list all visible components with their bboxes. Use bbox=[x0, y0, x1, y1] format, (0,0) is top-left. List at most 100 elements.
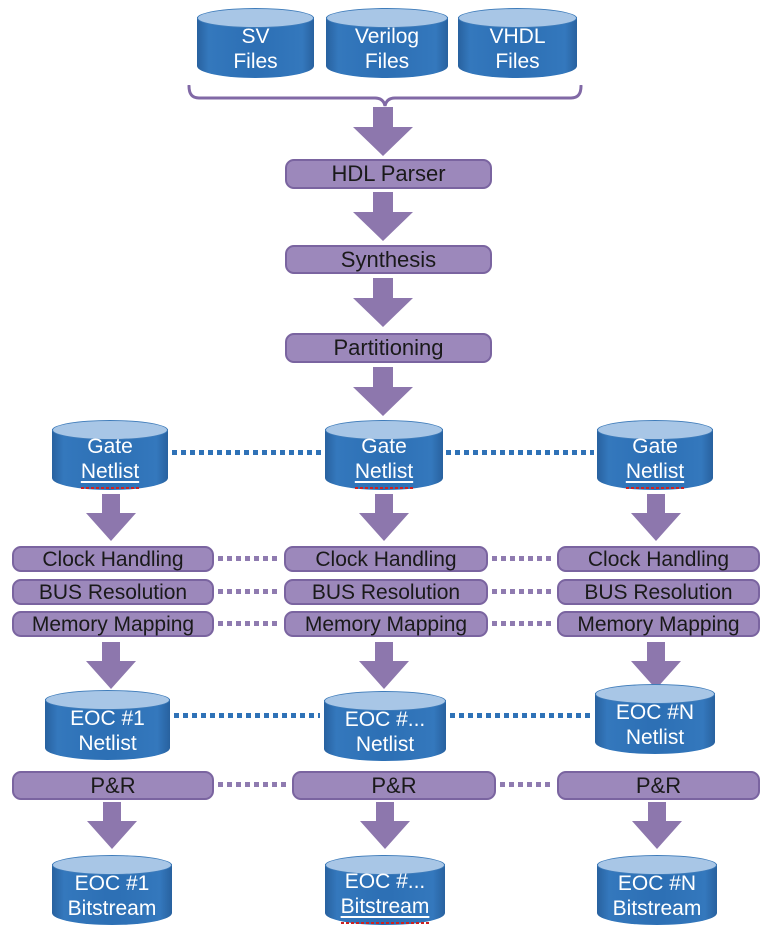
label-line: Gate bbox=[632, 434, 678, 458]
cylinder-label: EOC #... Netlist bbox=[324, 703, 446, 761]
cylinder-gate-netlist-right: Gate Netlist bbox=[597, 420, 713, 490]
bar-label: P&R bbox=[635, 772, 682, 798]
cylinder-verilog-files: Verilog Files bbox=[326, 8, 448, 78]
dotted-connector-blue bbox=[446, 450, 594, 455]
arrow-down-icon bbox=[353, 278, 413, 327]
label-line-misspelled: Bitstream bbox=[341, 894, 430, 924]
label-line: Netlist bbox=[78, 732, 137, 755]
cylinder-label: EOC #1 Netlist bbox=[45, 702, 170, 760]
dotted-connector-purple bbox=[492, 621, 552, 626]
cylinder-top-ellipse bbox=[45, 690, 170, 710]
arrow-down-icon bbox=[353, 107, 413, 156]
cylinder-eoc-dots-bitstream: EOC #... Bitstream bbox=[325, 855, 445, 925]
cylinder-sv-files: SV Files bbox=[197, 8, 314, 78]
label-line: EOC #1 bbox=[70, 707, 145, 730]
cylinder-top-ellipse bbox=[52, 420, 168, 440]
label-line: Bitstream bbox=[612, 897, 702, 920]
bar-synthesis: Synthesis bbox=[285, 245, 492, 274]
cylinder-eoc-1-bitstream: EOC #1 Bitstream bbox=[52, 855, 172, 925]
label-line: Files bbox=[364, 50, 410, 73]
cylinder-label: VHDL Files bbox=[458, 20, 577, 78]
dotted-connector-purple bbox=[218, 782, 288, 787]
label-line: EOC #N bbox=[617, 872, 697, 895]
bar-label: BUS Resolution bbox=[311, 580, 461, 604]
bar-bus-resolution-left: BUS Resolution bbox=[12, 579, 214, 605]
bar-pr-left: P&R bbox=[12, 771, 214, 800]
cylinder-label: SV Files bbox=[197, 20, 314, 78]
dotted-connector-purple bbox=[218, 556, 280, 561]
label-line-misspelled: Netlist bbox=[626, 459, 684, 489]
bar-clock-handling-left: Clock Handling bbox=[12, 546, 214, 572]
dotted-connector-purple bbox=[492, 556, 552, 561]
cylinder-top-ellipse bbox=[595, 684, 715, 704]
arrow-down-icon bbox=[86, 642, 136, 689]
cylinder-label: Gate Netlist bbox=[597, 432, 713, 490]
bar-clock-handling-right: Clock Handling bbox=[557, 546, 760, 572]
arrow-down-icon bbox=[631, 642, 681, 689]
bar-pr-center: P&R bbox=[292, 771, 496, 800]
label-line: EOC #1 bbox=[74, 872, 150, 895]
bar-label: Synthesis bbox=[340, 246, 437, 272]
arrow-down-icon bbox=[86, 494, 136, 541]
bar-label: P&R bbox=[90, 772, 136, 798]
bar-label: Memory Mapping bbox=[577, 612, 740, 636]
cylinder-eoc-dots-netlist: EOC #... Netlist bbox=[324, 691, 446, 761]
label-line: Netlist bbox=[625, 726, 685, 749]
cylinder-eoc-n-bitstream: EOC #N Bitstream bbox=[597, 855, 717, 925]
cylinder-top-ellipse bbox=[325, 855, 445, 875]
dotted-connector-purple bbox=[218, 621, 280, 626]
cylinder-vhdl-files: VHDL Files bbox=[458, 8, 577, 78]
label-line: VHDL bbox=[489, 25, 546, 48]
cylinder-top-ellipse bbox=[324, 691, 446, 711]
cylinder-eoc-1-netlist: EOC #1 Netlist bbox=[45, 690, 170, 760]
dotted-connector-purple bbox=[500, 782, 553, 787]
arrow-down-icon bbox=[353, 367, 413, 416]
cylinder-label: Gate Netlist bbox=[325, 432, 443, 490]
label-line: SV bbox=[241, 25, 270, 48]
dotted-connector-purple bbox=[492, 589, 552, 594]
bar-label: Clock Handling bbox=[587, 547, 730, 571]
label-line: Gate bbox=[87, 434, 133, 458]
cylinder-label: Verilog Files bbox=[326, 20, 448, 78]
label-line: Files bbox=[233, 50, 278, 73]
bar-label: Memory Mapping bbox=[304, 612, 468, 636]
bar-label: BUS Resolution bbox=[584, 580, 733, 604]
bar-hdl-parser: HDL Parser bbox=[285, 159, 492, 189]
arrow-down-icon bbox=[631, 494, 681, 541]
cylinder-top-ellipse bbox=[597, 420, 713, 440]
bar-label: P&R bbox=[371, 772, 417, 798]
cylinder-eoc-n-netlist: EOC #N Netlist bbox=[595, 684, 715, 754]
label-line: Gate bbox=[361, 434, 407, 458]
cylinder-label: Gate Netlist bbox=[52, 432, 168, 490]
bar-label: Memory Mapping bbox=[31, 612, 195, 636]
bar-pr-right: P&R bbox=[557, 771, 760, 800]
dotted-connector-blue bbox=[174, 713, 320, 718]
cylinder-top-ellipse bbox=[325, 420, 443, 440]
arrow-down-icon bbox=[632, 802, 682, 849]
cylinder-label: EOC #N Bitstream bbox=[597, 867, 717, 925]
label-line: Bitstream bbox=[67, 897, 157, 920]
bar-partitioning: Partitioning bbox=[285, 333, 492, 363]
arrow-down-icon bbox=[87, 802, 137, 849]
bar-label: Clock Handling bbox=[42, 547, 184, 571]
bar-label: Clock Handling bbox=[315, 547, 457, 571]
bar-bus-resolution-right: BUS Resolution bbox=[557, 579, 760, 605]
label-line: EOC #... bbox=[344, 708, 426, 731]
bar-label: HDL Parser bbox=[331, 161, 446, 186]
label-line: EOC #N bbox=[615, 701, 695, 724]
label-line-misspelled: Netlist bbox=[355, 459, 413, 489]
arrow-down-icon bbox=[359, 494, 409, 541]
label-line: Netlist bbox=[355, 733, 415, 756]
bar-memory-mapping-left: Memory Mapping bbox=[12, 611, 214, 637]
cylinder-top-ellipse bbox=[458, 8, 577, 28]
cylinder-label: EOC #N Netlist bbox=[595, 696, 715, 754]
bar-label: Partitioning bbox=[333, 335, 444, 360]
bar-bus-resolution-center: BUS Resolution bbox=[284, 579, 488, 605]
arrow-down-icon bbox=[359, 642, 409, 689]
label-line: Verilog bbox=[354, 25, 420, 48]
cylinder-label: EOC #... Bitstream bbox=[325, 867, 445, 925]
bar-memory-mapping-right: Memory Mapping bbox=[557, 611, 760, 637]
cylinder-gate-netlist-center: Gate Netlist bbox=[325, 420, 443, 490]
dotted-connector-blue bbox=[450, 713, 592, 718]
